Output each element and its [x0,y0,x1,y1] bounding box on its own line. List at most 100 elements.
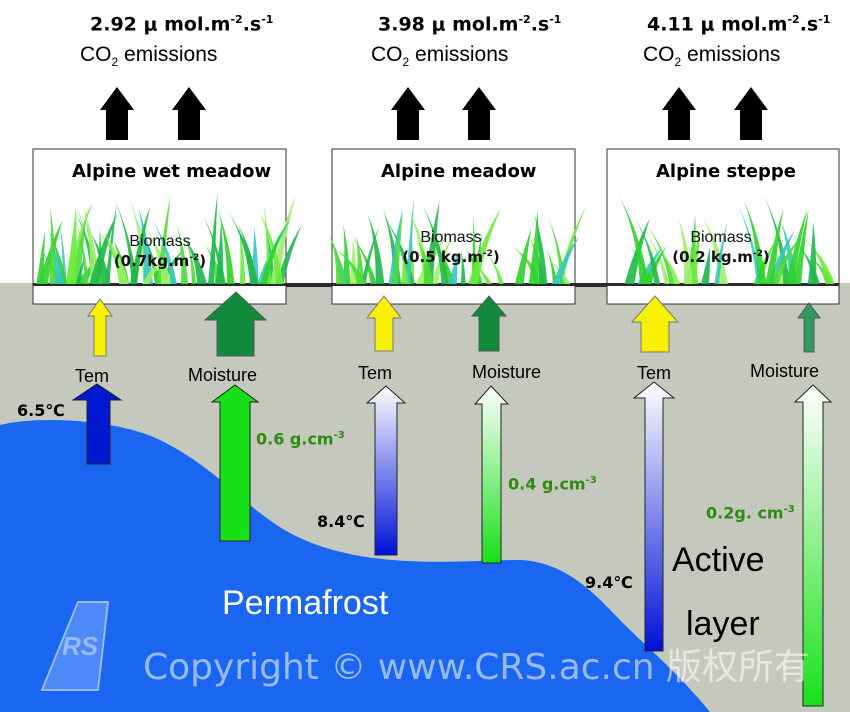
grass-tufts [36,192,835,284]
grass-blade [231,217,259,284]
emission-label-site1: CO2 emissions [80,43,218,70]
moisture-label-site1: Moisture [188,365,258,385]
grass-blade [182,236,207,284]
grass-blade [215,220,224,284]
grass-blade [460,253,492,284]
grass-blade [702,216,729,284]
grass-blade [797,244,820,284]
temperature-arrow-site3 [632,381,676,652]
grass-blade [528,209,539,284]
grass-blade [546,248,558,284]
grass-blade [391,211,403,284]
grass-blade [129,205,151,284]
grass-blade [138,206,153,284]
grass-blade [226,207,257,284]
emission-arrow [734,87,768,140]
grass-blade [417,239,434,284]
temperature-site3: 9.4℃ [585,573,633,592]
grass-blade [807,221,817,284]
grass-blade [141,249,174,284]
moisture-label-site2: Moisture [472,362,542,382]
grass-blade [634,217,661,284]
grass-blade [514,228,532,284]
grass-blade [258,211,284,284]
grass-blade [115,200,138,284]
flux-value-site3: 4.11 μ mol.m-2.s-1 [647,13,831,36]
tem-label-site1: Tem [75,366,110,386]
grass-blade [177,225,189,284]
grass-blade [384,217,415,284]
grass-blade [552,236,580,284]
grass-blade [770,237,801,284]
grass-blade [329,235,345,284]
grass-blade [655,244,680,284]
grass-blade [342,224,351,284]
grass-blade [534,214,548,284]
grass-blade [75,253,86,284]
grass-blade [714,222,728,284]
grass-blade [65,207,77,284]
ecosystem-title-site2: Alpine meadow [381,161,537,182]
grass-blade [151,217,177,284]
tem-arrow-site1 [87,298,113,357]
grass-blade [735,199,763,284]
svg-text:RS: RS [62,631,99,661]
grass-blade [275,224,303,284]
grass-blade [460,250,466,284]
grass-blade [367,214,385,284]
grass-blade [619,196,649,284]
emission-arrows [100,87,768,140]
moisture-arrow-site2 [470,295,508,352]
active-layer-label-line1: Active [672,541,765,579]
grass-blade [421,202,449,284]
tem-label-site3: Tem [637,363,672,383]
biomass-site3: Biomass(0.2 kg.m-2) [672,229,770,266]
moisture-arrow-site3 [797,302,821,353]
grass-blade [641,225,670,284]
grass-blade [89,213,118,284]
emission-arrow [462,87,496,140]
ecosystem-title-site1: Alpine wet meadow [72,161,272,182]
grass-blade [485,253,504,284]
temperature-site2: 8.4℃ [317,512,365,531]
grass-blade [642,219,675,284]
grass-blade [144,227,172,284]
grass-blade [238,225,246,284]
permafrost-region [0,420,710,712]
temperature-arrow-site1 [71,383,123,465]
grass-blade [350,234,377,284]
moisture-label-site3: Moisture [750,361,820,381]
emission-arrow [391,87,425,140]
grass-blade [421,226,455,284]
grass-blade [59,223,67,284]
ecosystem-title-site3: Alpine steppe [656,161,796,182]
moisture-arrow-site1 [203,291,268,357]
moisture-value-site2: 0.4 g.cm-3 [508,474,597,494]
flux-value-site2: 3.98 μ mol.m-2.s-1 [378,13,562,36]
grass-blade [332,246,366,284]
grass-blade [400,253,409,284]
grass-blade [260,225,286,284]
grass-blade [743,199,767,284]
copyright-watermark: Copyright © www.CRS.ac.cn 版权所有 [143,647,811,688]
grass-blade [49,206,57,284]
emission-label-site3: CO2 emissions [643,43,781,70]
biomass-site2: Biomass(0.5 kg.m-2) [402,229,500,266]
grass-blade [156,251,167,284]
tem-label-site2: Tem [358,363,393,383]
grass-blade [468,208,501,284]
tem-arrow-site3 [630,295,680,353]
flux-value-site1: 2.92 μ mol.m-2.s-1 [90,13,274,36]
crs-logo: RS [40,601,110,691]
emission-label-site2: CO2 emissions [371,43,509,70]
grass-blade [185,236,197,284]
grass-blade [785,208,808,284]
permafrost-label: Permafrost [222,584,389,622]
moisture-value-site3: 0.2g. cm-3 [706,503,795,523]
emission-arrow [172,87,206,140]
grass-blade [678,219,693,284]
grass-blade [103,233,129,284]
grass-blade [448,252,458,284]
